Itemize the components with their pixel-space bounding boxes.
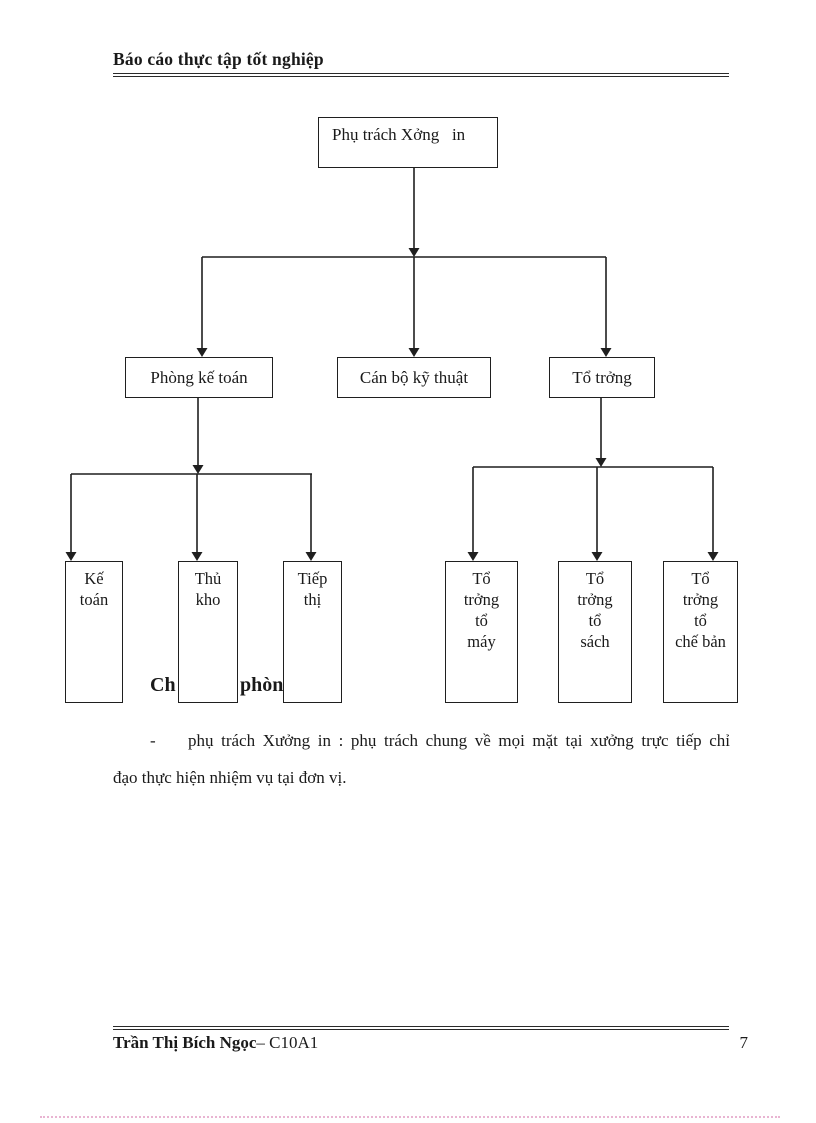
header-rule bbox=[113, 73, 729, 78]
box-label-line: toán bbox=[79, 590, 109, 609]
obscured-heading-fragment-left: Ch bbox=[150, 674, 176, 696]
box-label-line: sách bbox=[580, 632, 610, 651]
body-paragraph: - phụ trách Xưởng in : phụ trách chung v… bbox=[113, 731, 730, 788]
box-label-line: Kế bbox=[84, 569, 104, 588]
org-box-accounting-dept: Phòng kế toán bbox=[125, 357, 273, 398]
org-box-marketing: Tiếp thị bbox=[283, 561, 342, 703]
footer-class-label: – C10A1 bbox=[256, 1033, 319, 1052]
footer-rule bbox=[113, 1026, 729, 1031]
org-box-accountant: Kế toán bbox=[65, 561, 123, 703]
bullet-dash: - bbox=[150, 731, 156, 750]
page-number: 7 bbox=[739, 1033, 749, 1052]
paragraph-line-1-text: phụ trách Xưởng in : phụ trách chung về … bbox=[188, 731, 730, 750]
org-box-machine-team-leader: Tổ trởng tổ máy bbox=[445, 561, 518, 703]
box-label-line: tổ bbox=[694, 611, 707, 630]
box-label-line: tổ bbox=[475, 611, 488, 630]
box-label-line: Tổ bbox=[585, 569, 605, 588]
org-box-technical-staff: Cán bộ kỹ thuật bbox=[337, 357, 491, 398]
footer: Trần Thị Bích Ngọc – C10A1 bbox=[113, 1033, 749, 1053]
paragraph-line-1: - phụ trách Xưởng in : phụ trách chung v… bbox=[150, 731, 730, 751]
box-label-line: Thủ bbox=[194, 569, 222, 588]
box-label-line: Tổ bbox=[472, 569, 491, 588]
page-bottom-dotted-divider bbox=[40, 1116, 780, 1118]
box-label-line: trởng bbox=[577, 590, 613, 609]
org-box-foreman: Tổ trởng bbox=[549, 357, 655, 398]
box-label-line: thị bbox=[303, 590, 322, 609]
obscured-heading-fragment-right: phòn bbox=[240, 674, 284, 696]
box-label-line: Tổ bbox=[691, 569, 710, 588]
footer-author-name: Trần Thị Bích Ngọc bbox=[113, 1033, 257, 1052]
org-box-workshop-manager: Phụ trách Xởng in bbox=[318, 117, 498, 168]
box-label-line: trởng bbox=[463, 590, 500, 609]
box-label-line: tổ bbox=[588, 611, 602, 630]
box-label-line: Tiếp bbox=[297, 569, 328, 588]
org-box-book-team-leader: Tổ trởng tổ sách bbox=[558, 561, 632, 703]
box-label-line: kho bbox=[195, 590, 221, 609]
paragraph-line-2: đạo thực hiện nhiệm vụ tại đơn vị. bbox=[113, 768, 347, 787]
org-box-typesetting-team-leader: Tổ trởng tổ chế bản bbox=[663, 561, 738, 703]
box-label-line: chế bản bbox=[675, 632, 726, 651]
box-label-line: trởng bbox=[682, 590, 719, 609]
org-box-storekeeper: Thủ kho bbox=[178, 561, 238, 703]
box-label-line: máy bbox=[467, 632, 496, 651]
page-title: Báo cáo thực tập tốt nghiệp bbox=[113, 49, 324, 69]
